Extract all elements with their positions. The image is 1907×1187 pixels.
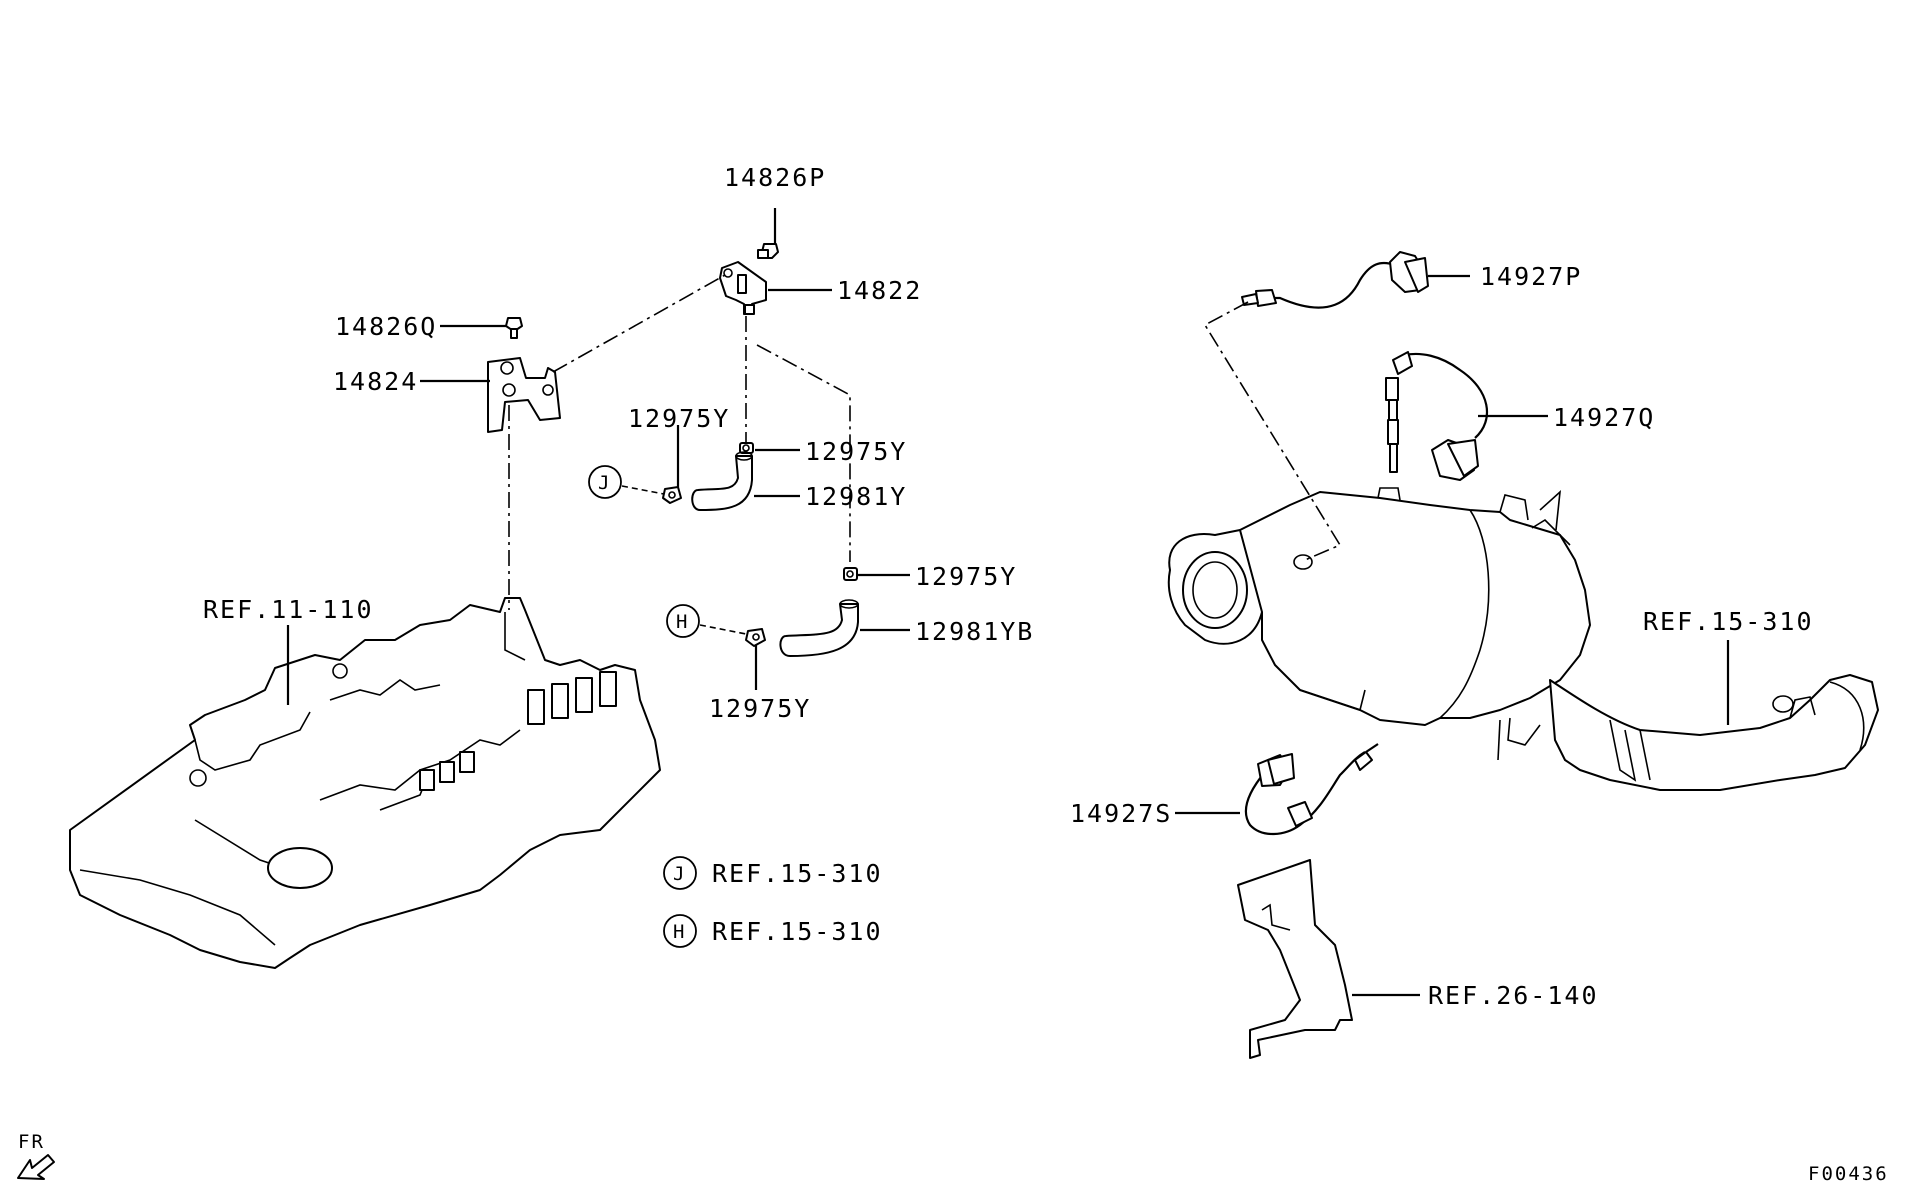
marker-h-leader — [699, 624, 747, 635]
sensor-14927q — [1385, 351, 1489, 481]
heat-shield-drawing — [1237, 859, 1353, 1059]
p12981YB-label: 12981YB — [915, 617, 1034, 646]
legend-j-marker-label: J — [673, 863, 686, 885]
p12975Y_b-label: 12975Y — [805, 437, 907, 466]
p12981Y-label: 12981Y — [805, 482, 907, 511]
ref-heat-shield-label: REF.26-140 — [1428, 981, 1599, 1010]
p12975Y_c-label: 12975Y — [915, 562, 1017, 591]
connect-line-sensor-hose2 — [756, 344, 851, 562]
valve-cover-drawing — [69, 597, 661, 969]
bolt-14826p — [757, 243, 779, 259]
hose-12981yb — [779, 599, 859, 657]
p14826Q-label: 14826Q — [335, 312, 437, 341]
bolt-14826q — [505, 317, 523, 339]
hose-12981y — [691, 451, 753, 511]
front-arrow-icon — [17, 1154, 55, 1180]
clamp-12975y-h — [745, 628, 766, 647]
ref-valve-cover-label: REF.11-110 — [203, 595, 374, 624]
ref-exhaust-label: REF.15-310 — [1643, 607, 1814, 636]
p14927Q-label: 14927Q — [1553, 403, 1655, 432]
legend-h-marker — [663, 914, 697, 948]
bracket-14824 — [487, 357, 561, 433]
legend-j-ref: REF.15-310 — [712, 859, 883, 888]
connect-line-bracket-sensor — [552, 274, 726, 373]
legend-j-marker — [663, 856, 697, 890]
sensor-14927s — [1244, 743, 1379, 836]
marker-j-leader — [621, 485, 665, 495]
marker-h — [666, 604, 700, 638]
exhaust-converter-drawing — [1167, 487, 1879, 791]
sensor-14822 — [719, 261, 767, 315]
p14826P-label: 14826P — [724, 163, 826, 192]
marker-j — [588, 465, 622, 499]
legend-h-ref: REF.15-310 — [712, 917, 883, 946]
legend-h-marker-label: H — [673, 921, 686, 943]
clamp-12975y-upper — [739, 442, 754, 454]
p14824-label: 14824 — [333, 367, 418, 396]
clamp-12975y-j — [662, 486, 682, 504]
p14927S-label: 14927S — [1070, 799, 1172, 828]
connect-line-14927p — [1203, 301, 1342, 561]
p12975Y_a-label: 12975Y — [628, 404, 730, 433]
front-label: FR — [18, 1131, 45, 1153]
figure-code: F00436 — [1808, 1163, 1889, 1185]
marker-j-label: J — [598, 472, 611, 494]
p14927P-label: 14927P — [1480, 262, 1582, 291]
p12975Y_d-label: 12975Y — [709, 694, 811, 723]
clamp-12975y-mid — [843, 567, 858, 581]
sensor-14927p — [1241, 251, 1429, 309]
marker-h-label: H — [676, 611, 689, 633]
p14822-label: 14822 — [837, 276, 922, 305]
